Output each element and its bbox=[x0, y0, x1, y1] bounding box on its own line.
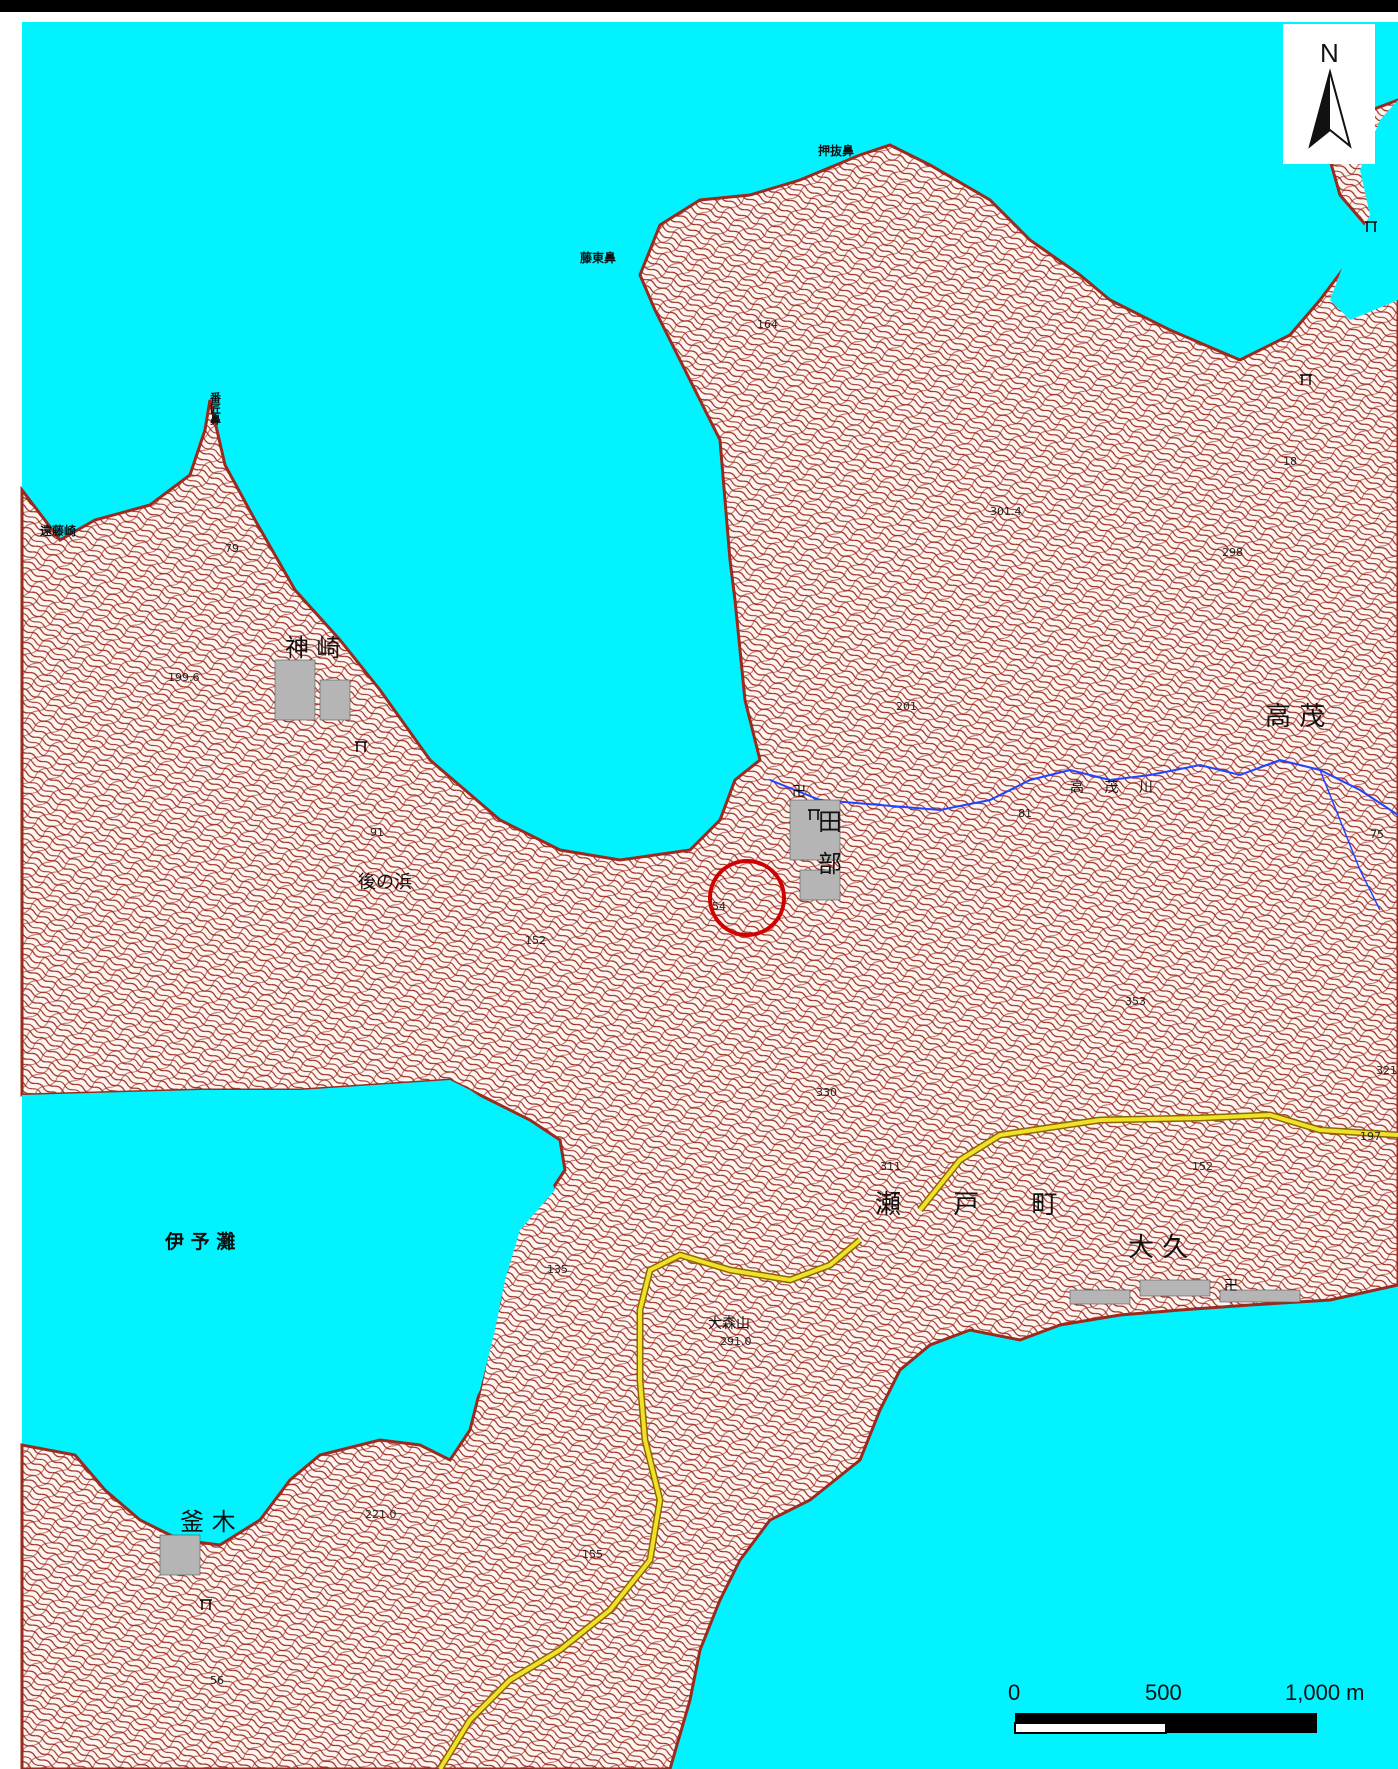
scale-label-1000: 1,000 m bbox=[1285, 1680, 1365, 1705]
elevation-point: 353 bbox=[1125, 995, 1146, 1008]
svg-text:卍: 卍 bbox=[1224, 1278, 1238, 1294]
settlements bbox=[159, 659, 1301, 1576]
elevation-point: 81 bbox=[1018, 807, 1032, 820]
elevation-point: 56 bbox=[210, 1674, 224, 1687]
elevation-point: 135 bbox=[547, 1263, 568, 1276]
label-fujitohana: 藤東鼻 bbox=[579, 250, 616, 265]
north-label: N bbox=[1320, 38, 1339, 68]
elevation-point: 79 bbox=[225, 542, 239, 555]
label-river: 高 茂 川 bbox=[1070, 779, 1161, 796]
label-iyonada: 伊 予 灘 bbox=[164, 1230, 235, 1253]
top-border bbox=[0, 0, 1398, 12]
elevation-point: 164 bbox=[757, 318, 778, 331]
elevation-point: 75 bbox=[1370, 828, 1384, 841]
label-oku: 大 久 bbox=[1128, 1233, 1188, 1263]
elevation-point: 221.0 bbox=[365, 1508, 397, 1521]
elevation-point: 301.4 bbox=[990, 505, 1022, 518]
label-takamo: 高 茂 bbox=[1265, 702, 1325, 732]
scale-bar: 0 500 1,000 m bbox=[1008, 1680, 1365, 1734]
label-oshinukehana: 押抜鼻 bbox=[818, 143, 854, 158]
label-setocho: 瀬 戸 町 bbox=[875, 1190, 1080, 1220]
western-bay bbox=[22, 1080, 555, 1540]
label-tabu-ta: 田 bbox=[818, 808, 842, 836]
scale-label-500: 500 bbox=[1145, 1680, 1182, 1705]
elevation-point: 298 bbox=[1222, 546, 1243, 559]
elevation-point: 18 bbox=[1283, 455, 1297, 468]
label-endozaki: 遠藤崎 bbox=[40, 523, 76, 538]
elevation-point: 197 bbox=[1360, 1130, 1381, 1143]
label-nochinohama: 後の浜 bbox=[358, 872, 412, 893]
label-omoriyama: 大森山 bbox=[708, 1316, 750, 1332]
shrine-icon bbox=[200, 221, 1377, 1610]
elevation-point: 152 bbox=[1192, 1160, 1213, 1173]
location-circle-icon bbox=[708, 859, 786, 937]
elevation-point: 199.6 bbox=[168, 671, 200, 684]
river-line bbox=[769, 758, 1398, 816]
elevation-point: 291.0 bbox=[720, 1335, 752, 1348]
label-kamisaki: 神 崎 bbox=[285, 634, 341, 662]
elevation-point: 91 bbox=[370, 826, 384, 839]
elevation-point: 152 bbox=[525, 934, 546, 947]
east-inlet bbox=[1330, 100, 1398, 320]
elevation-point: 311 bbox=[880, 1160, 901, 1173]
label-tabu-bu: 部 bbox=[818, 850, 842, 878]
elevation-point: 155 bbox=[582, 1548, 603, 1561]
label-kamaki: 釜 木 bbox=[180, 1508, 236, 1536]
elevation-point: 321 bbox=[1376, 1064, 1397, 1077]
temple-icon: 卍 卍 bbox=[792, 784, 1238, 1294]
elevation-point: 201 bbox=[896, 700, 917, 713]
elevation-point: 54 bbox=[712, 900, 726, 913]
elevation-point: 330 bbox=[816, 1086, 837, 1099]
label-bansyohana: 番匠鼻 bbox=[209, 391, 223, 426]
svg-text:卍: 卍 bbox=[792, 784, 806, 800]
scale-label-0: 0 bbox=[1008, 1680, 1020, 1705]
north-arrow-icon: N bbox=[1283, 24, 1375, 164]
